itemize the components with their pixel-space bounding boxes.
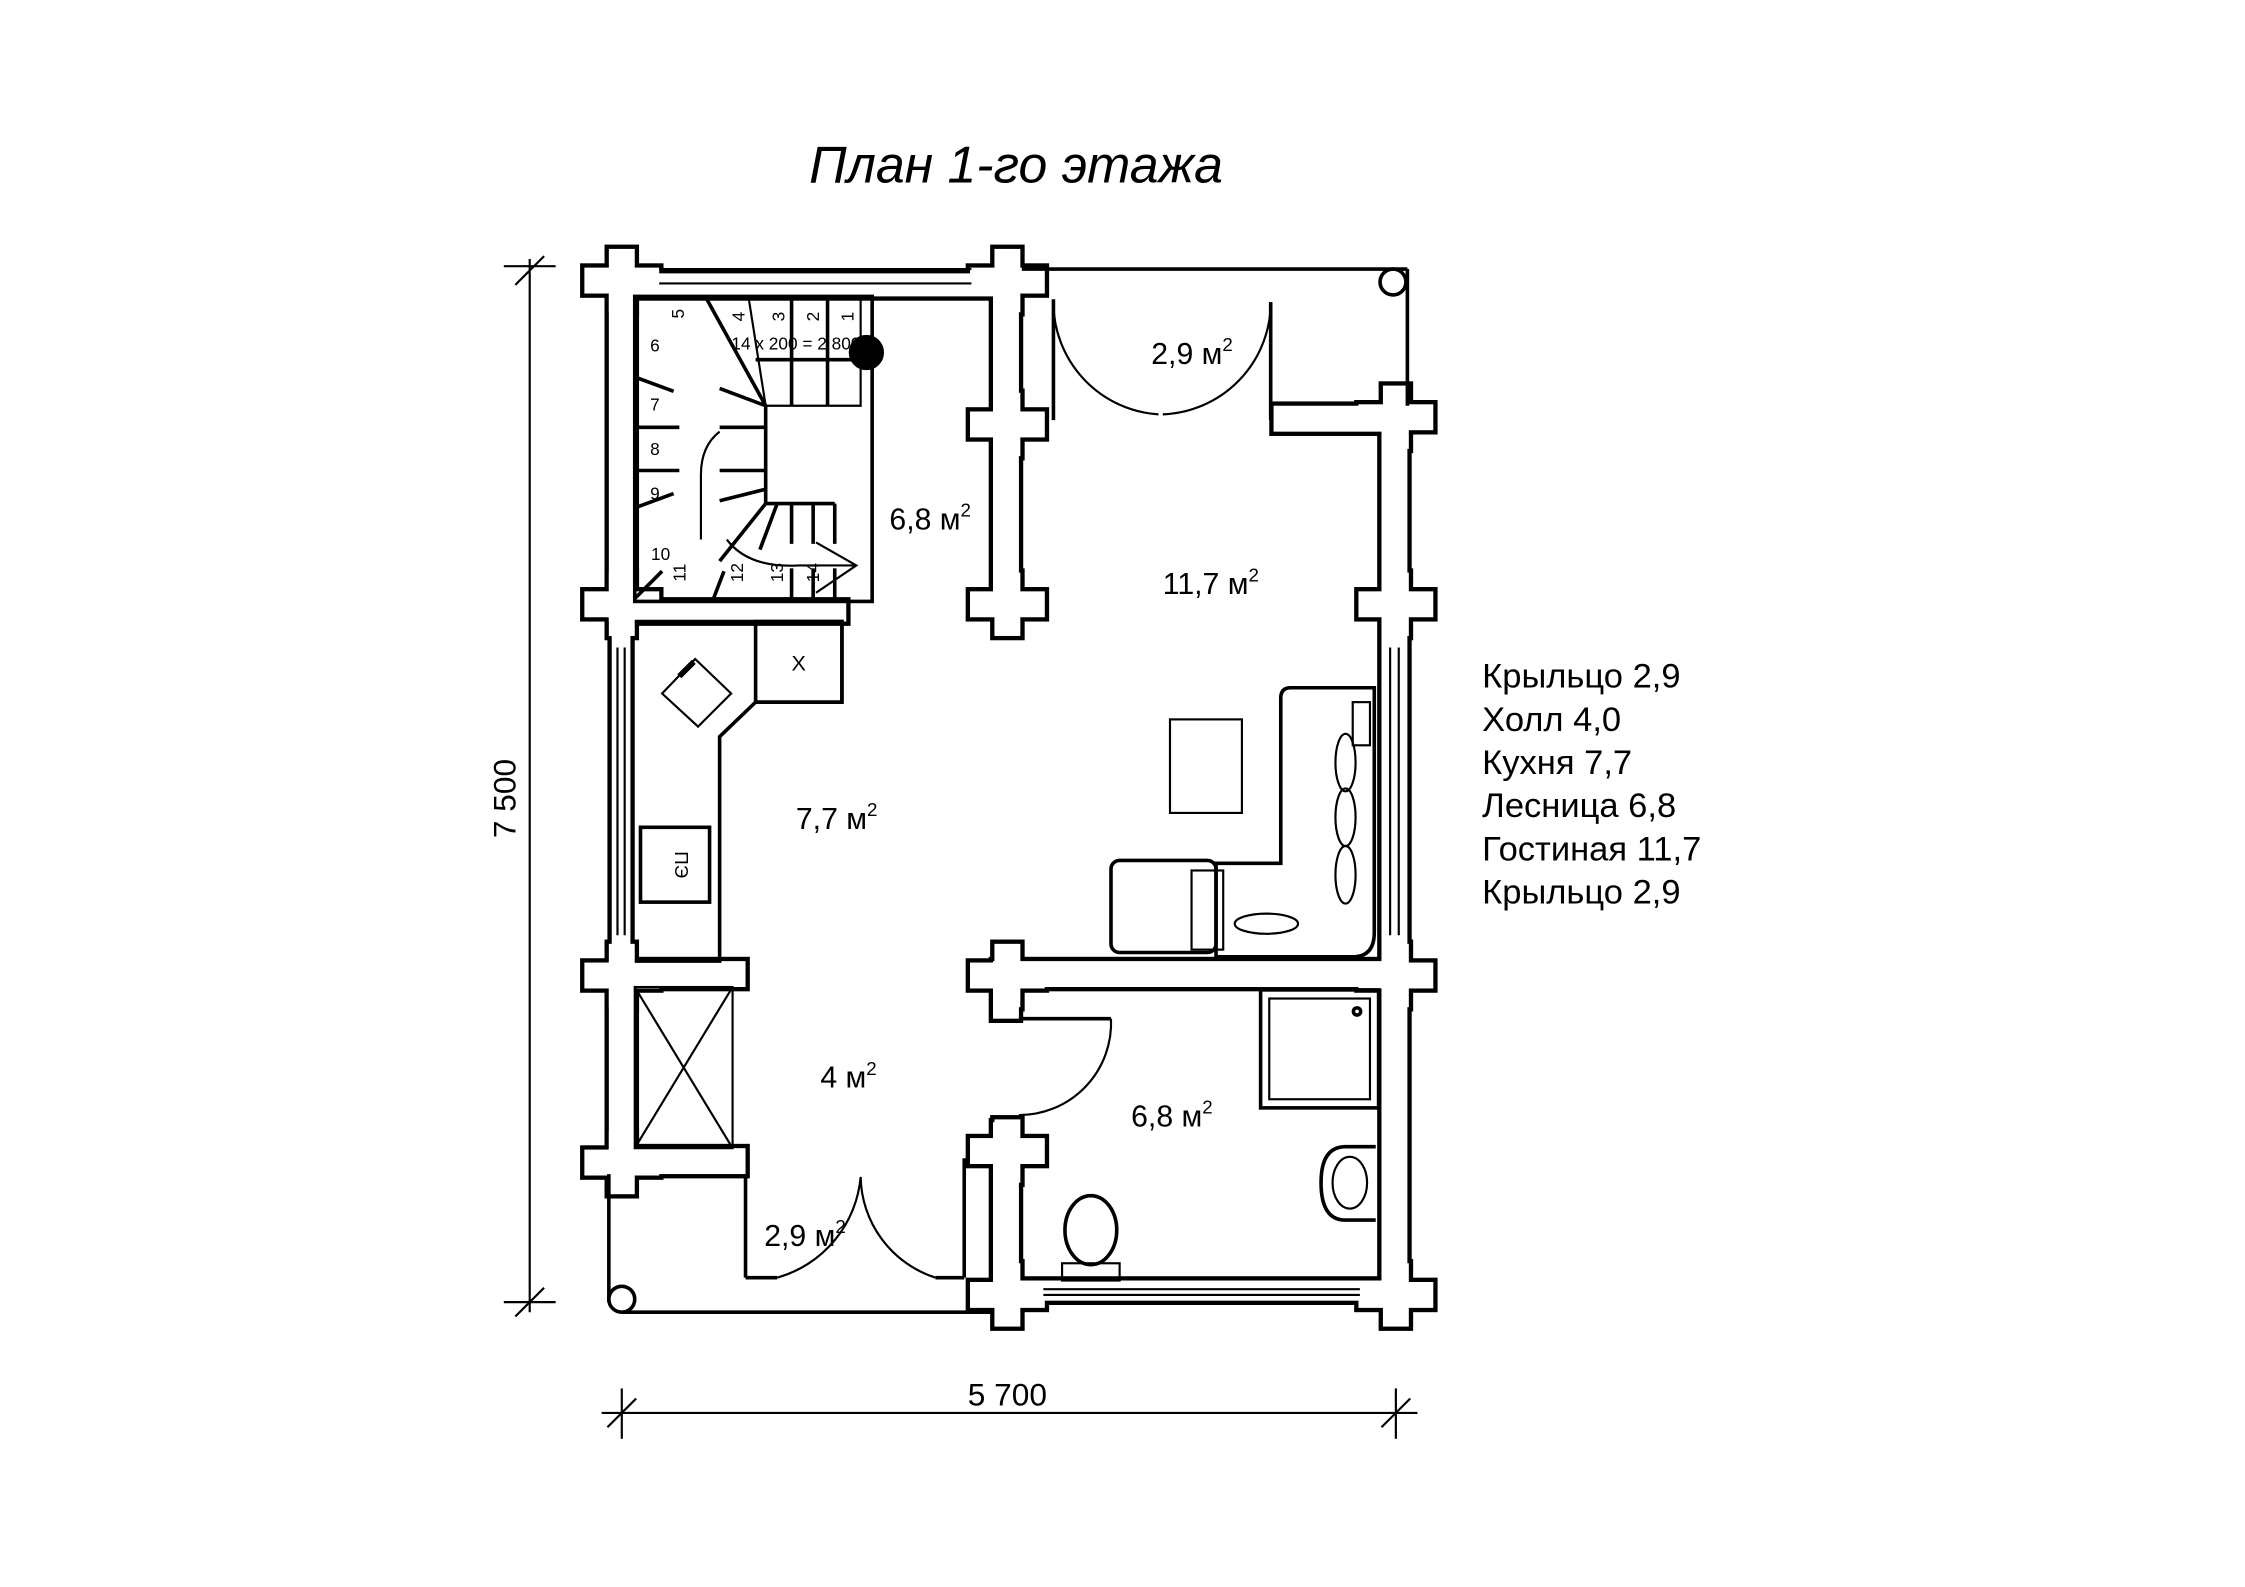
- stair-step-number: 6: [650, 335, 660, 355]
- porches: [607, 267, 1410, 1314]
- stair-step-number: 12: [727, 563, 747, 582]
- stair-step-number: 2: [803, 312, 823, 322]
- stair-step-number: 7: [650, 394, 660, 414]
- kitchen-counter: [634, 619, 844, 963]
- area-legend: Крыльцо 2,9 Холл 4,0 Кухня 7,7 Лесница 6…: [1482, 658, 1701, 912]
- legend-item: Гостиная 11,7: [1482, 830, 1701, 868]
- plan-title: План 1-го этажа: [809, 136, 1223, 194]
- stove-label: ПЭ: [671, 851, 692, 878]
- stair-step-number: 9: [650, 484, 660, 504]
- room-area-porch-bottom: 2,9 м2: [764, 1216, 846, 1253]
- stair-step-number: 10: [651, 544, 670, 564]
- wardrobe: [633, 985, 734, 1150]
- room-area-stair: 6,8 м2: [889, 500, 971, 537]
- doors: [743, 299, 1273, 1280]
- walls: [584, 249, 1433, 1327]
- dimension-width: 5 700: [968, 1377, 1047, 1413]
- staircase[interactable]: [632, 294, 885, 604]
- room-area-porch-top: 2,9 м2: [1151, 334, 1233, 371]
- bathroom-fixtures: [1060, 988, 1381, 1282]
- stair-step-number: 1: [838, 312, 858, 322]
- stair-step-number: 11: [669, 564, 689, 582]
- dimension-height: 7 500: [486, 759, 522, 838]
- fridge-label: X: [792, 650, 806, 675]
- stair-formula: 14 x 200 = 2 800: [731, 334, 860, 354]
- stair-step-number: 8: [650, 439, 660, 459]
- stair-step-number: 4: [728, 311, 748, 321]
- legend-item: Лесница 6,8: [1482, 787, 1676, 825]
- stair-step-number: 14: [803, 563, 823, 583]
- legend-item: Холл 4,0: [1482, 701, 1621, 739]
- legend-item: Кухня 7,7: [1482, 744, 1632, 782]
- legend-item: Крыльцо 2,9: [1482, 658, 1680, 696]
- room-area-hall: 4 м2: [820, 1058, 876, 1095]
- dimension-lines: [503, 255, 1418, 1439]
- room-area-bath: 6,8 м2: [1131, 1097, 1213, 1134]
- room-area-kitchen: 7,7 м2: [796, 799, 878, 836]
- living-furniture: [1109, 685, 1377, 959]
- windows: [616, 267, 1400, 1297]
- stair-step-number: 13: [767, 563, 787, 582]
- stair-step-number: 3: [769, 312, 789, 322]
- room-area-living: 11,7 м2: [1163, 564, 1259, 601]
- legend-item: Крыльцо 2,9: [1482, 874, 1680, 912]
- stair-step-number: 5: [668, 309, 688, 319]
